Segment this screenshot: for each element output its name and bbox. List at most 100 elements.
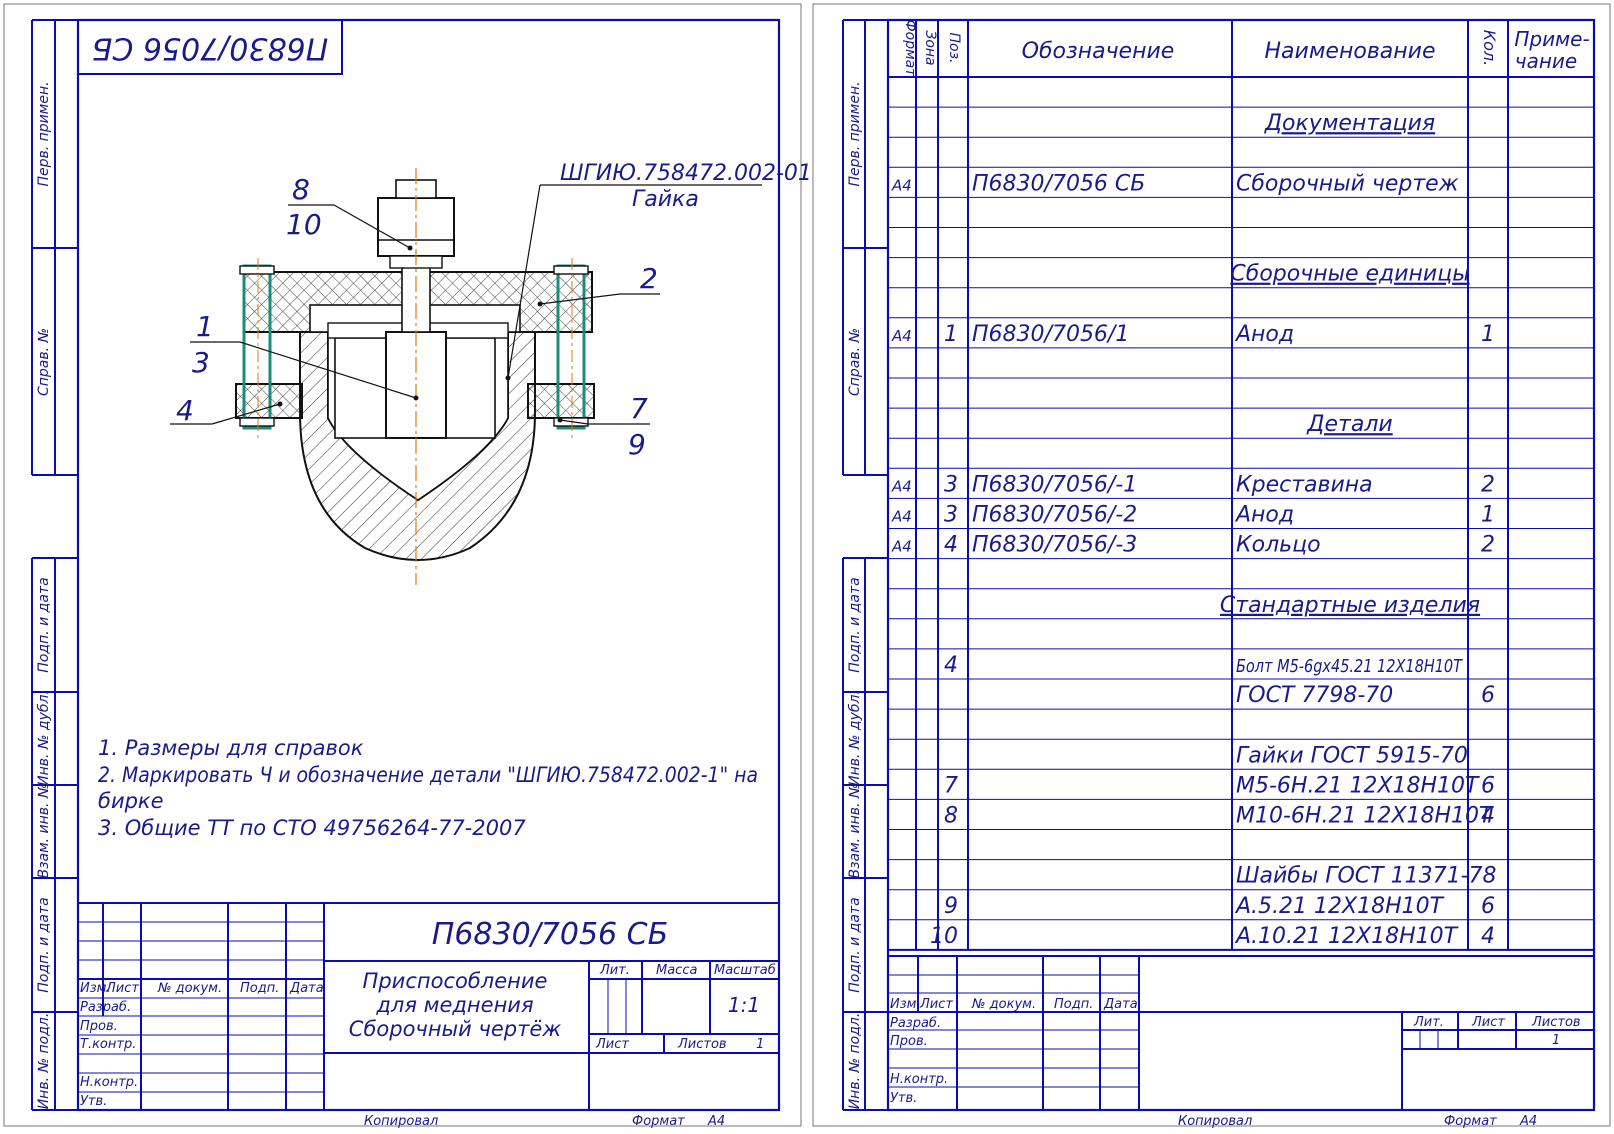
s2-row-prov: Пров.: [890, 1034, 928, 1049]
spec-cell-kol: 1: [1481, 503, 1495, 528]
hdr-podp: Подп.: [240, 981, 279, 996]
spec-cell-oboz: П6830/7056/1: [972, 322, 1129, 347]
spec-cell-poz: 1: [944, 322, 958, 347]
hdr-masshtab: Масштаб: [714, 963, 776, 978]
spec-cell-naim: ГОСТ 7798-70: [1236, 683, 1393, 708]
s2-hdr-list-2: Лист: [1471, 1015, 1505, 1030]
leader-label-3: 3: [192, 346, 210, 379]
side-label-sprav-no: Справ. №: [36, 328, 52, 396]
spec-cell-kol: 1: [1481, 322, 1495, 347]
spec-cell-poz: 4: [944, 533, 958, 558]
specification-sheet: Перв. примен. Справ. № Подп. и дата Инв.…: [812, 3, 1611, 1129]
spec-cell-naim: А.10.21 12Х18Н10Т: [1234, 924, 1459, 949]
spec-cell-naim: М10-6Н.21 12Х18Н10Т: [1236, 804, 1494, 829]
s2-copied-label: Копировал: [1178, 1114, 1252, 1129]
spec-cell-naim: Болт М5-6gx45.21 12Х18Н10Т: [1236, 656, 1464, 677]
spec-cell-naim: Анод: [1234, 322, 1294, 347]
spec-cell-oboz: П6830/7056/-3: [972, 533, 1137, 558]
s2-listov-value: 1: [1552, 1033, 1560, 1048]
leader-label-2: 2: [640, 262, 658, 295]
spec-section-heading: Стандартные изделия: [1220, 593, 1480, 618]
spec-cell-kol: 6: [1481, 894, 1495, 919]
format-value: А4: [707, 1114, 725, 1129]
s2-row-utv: Утв.: [890, 1091, 917, 1106]
s2-hdr-doc: № докум.: [971, 997, 1036, 1012]
s2-hdr-lit: Лит.: [1413, 1015, 1444, 1030]
spec-cell-poz: 10: [930, 924, 958, 949]
title-name-line-1: Приспособление: [363, 969, 548, 993]
spec-cell-poz: 4: [944, 653, 958, 678]
col-header-poz: Поз.: [946, 33, 962, 64]
leader-label-4: 4: [176, 394, 194, 427]
leader-label-7: 7: [630, 392, 648, 425]
spec-cell-kol: 2: [1481, 533, 1495, 558]
side-label-perv-primen: Перв. примен.: [36, 81, 52, 186]
col-header-zona: Зона: [922, 30, 938, 65]
hdr-izm: Изм.: [80, 981, 111, 996]
spec-cell-naim: Креставина: [1236, 472, 1373, 497]
side-label-inv-dubl: Инв. № дубл.: [36, 690, 52, 786]
s2-hdr-podp: Подп.: [1054, 997, 1093, 1012]
scale-value: 1:1: [728, 993, 760, 1017]
spec-cell-oboz: П6830/7056 СБ: [972, 171, 1145, 196]
nut-name: Гайка: [632, 187, 699, 212]
title-name-line-3: Сборочный чертёж: [349, 1017, 561, 1041]
spec-cell-poz: 7: [944, 773, 958, 798]
s2-hdr-list: Лист: [919, 997, 953, 1012]
side-label-vzam-inv-2: Взам. инв. №: [847, 783, 863, 878]
label-listov: Листов: [677, 1037, 727, 1052]
hdr-data: Дата: [289, 981, 324, 996]
note-2: 2. Маркировать Ч и обозначение детали "Ш…: [98, 763, 758, 787]
technical-notes: 1. Размеры для справок 2. Маркировать Ч …: [98, 736, 758, 840]
col-header-naim: Наименование: [1265, 39, 1436, 64]
label-list: Лист: [595, 1037, 629, 1052]
side-label-podp-data: Подп. и дата: [36, 577, 52, 672]
title-name-line-2: для меднения: [375, 993, 533, 1017]
spec-cell-format: А4: [891, 538, 912, 556]
spec-cell-kol: 4: [1481, 804, 1495, 829]
hdr-doc: № докум.: [157, 981, 222, 996]
spec-section-heading: Сборочные единицы: [1230, 262, 1469, 287]
col-header-prim-1: Приме-: [1514, 27, 1589, 51]
side-label-podp-data-s2: Подп. и дата: [847, 577, 863, 672]
spec-cell-naim: Кольцо: [1236, 533, 1321, 558]
col-header-format: Формат: [902, 20, 918, 78]
s2-hdr-data: Дата: [1103, 997, 1138, 1012]
row-nkontr: Н.контр.: [80, 1075, 138, 1090]
s2-hdr-izm: Изм.: [890, 997, 921, 1012]
spec-section-heading: Детали: [1306, 412, 1392, 437]
s2-format-label: Формат: [1444, 1114, 1497, 1129]
hdr-lit: Лит.: [599, 963, 630, 978]
side-label-sprav-no-2: Справ. №: [847, 328, 863, 396]
col-header-kol: Кол.: [1480, 30, 1499, 66]
spec-cell-naim: Гайки ГОСТ 5915-70: [1236, 743, 1468, 768]
hdr-list: Лист: [105, 981, 139, 996]
side-label-inv-podl: Инв. № подл.: [36, 1013, 52, 1110]
spec-cell-naim: А.5.21 12Х18Н10Т: [1234, 894, 1445, 919]
assembly-section-view: [235, 168, 595, 585]
top-code-rotated: П6830/7056 СБ: [92, 31, 328, 66]
nut-designation: ШГИЮ.758472.002-01: [560, 161, 812, 186]
leader-label-10: 10: [286, 208, 322, 241]
row-razrab: Разраб.: [80, 1000, 131, 1015]
side-label-podp-data-2b: Подп. и дата: [847, 897, 863, 992]
s2-row-razrab: Разраб.: [890, 1016, 941, 1031]
spec-cell-poz: 3: [944, 503, 958, 528]
spec-cell-poz: 3: [944, 472, 958, 497]
note-3: 3. Общие ТТ по СТО 49756264-77-2007: [98, 816, 526, 840]
spec-cell-format: А4: [891, 477, 912, 495]
s2-hdr-listov: Листов: [1531, 1015, 1581, 1030]
assembly-drawing-sheet: Перв. примен. Справ. № Подп. и дата Инв.…: [3, 3, 812, 1129]
spec-cell-naim: М5-6Н.21 12Х18Н10Т: [1236, 773, 1480, 798]
spec-cell-kol: 6: [1481, 683, 1495, 708]
format-label: Формат: [632, 1114, 685, 1129]
side-label-inv-podl-2: Инв. № подл.: [847, 1013, 863, 1110]
spec-cell-format: А4: [891, 508, 912, 526]
spec-cell-naim: Анод: [1234, 503, 1294, 528]
leader-label-1: 1: [196, 310, 214, 343]
spec-cell-naim: Шайбы ГОСТ 11371-78: [1236, 864, 1497, 889]
s2-row-nkontr: Н.контр.: [890, 1072, 948, 1087]
col-header-oboz: Обозначение: [1022, 39, 1175, 64]
spec-cell-poz: 8: [944, 804, 958, 829]
